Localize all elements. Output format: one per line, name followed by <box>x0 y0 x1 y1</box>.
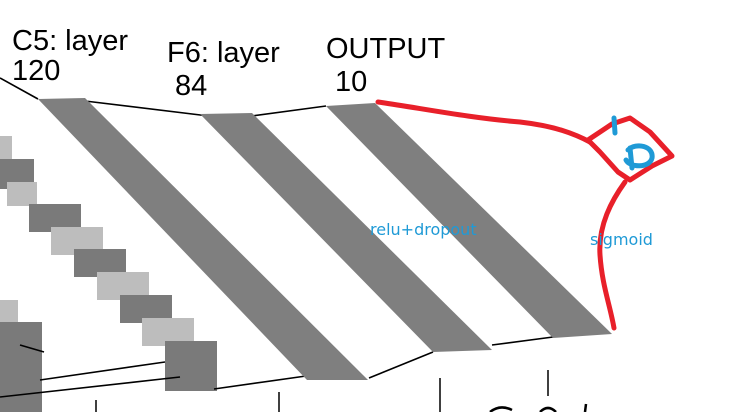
cropped-text-fragment <box>489 403 588 412</box>
c5-layer-band <box>38 98 368 380</box>
handwritten-blue-mark <box>611 115 655 171</box>
red-loop-shape <box>585 115 675 183</box>
red-descending-stroke <box>597 179 628 331</box>
c5-layer-size: 120 <box>12 55 61 87</box>
c5-layer-name: C5: layer <box>12 25 129 57</box>
red-arrow-stroke <box>375 99 593 145</box>
layer-bands <box>38 98 612 380</box>
connector-line <box>0 376 181 398</box>
sigmoid-annotation: sigmoid <box>590 230 653 249</box>
f6-layer-size: 84 <box>175 70 208 102</box>
relu-dropout-annotation: relu+dropout <box>370 220 477 239</box>
connector-line <box>251 105 327 117</box>
handwritten-sigmoid-annotation <box>375 99 675 331</box>
output-layer-size: 10 <box>335 66 368 98</box>
connector-line <box>213 375 307 390</box>
blue-letter-p <box>623 143 655 171</box>
connection-lines <box>0 77 554 398</box>
feature-map-stack <box>0 136 217 412</box>
f6-layer-name: F6: layer <box>167 37 280 69</box>
axis-ticks <box>95 370 549 412</box>
connector-line <box>39 361 166 381</box>
feature-map-light <box>7 182 37 206</box>
connector-line <box>19 344 45 353</box>
blue-stroke <box>611 115 618 136</box>
output-layer-band <box>326 103 612 338</box>
connector-line <box>368 351 434 379</box>
feature-map-dark <box>0 322 42 412</box>
f6-layer-band <box>200 113 492 352</box>
output-layer-name: OUTPUT <box>326 33 446 65</box>
connector-line <box>0 77 39 100</box>
feature-map-dark <box>165 341 217 391</box>
feature-map-light <box>0 136 12 162</box>
feature-map-light <box>0 300 18 326</box>
connector-line <box>491 336 554 346</box>
